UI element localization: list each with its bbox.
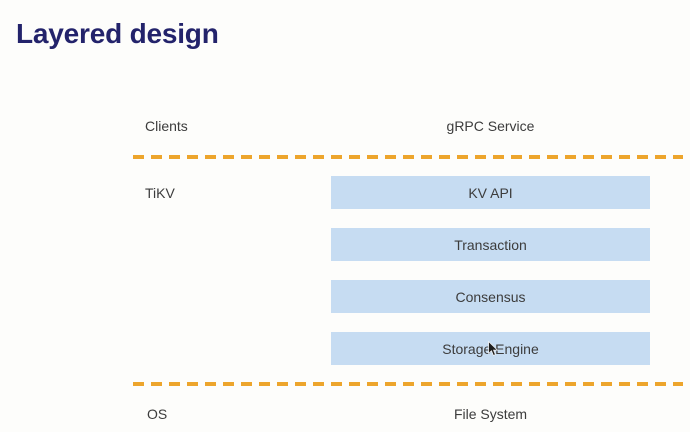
layer-bar-label: Storage Engine	[442, 340, 539, 357]
layer-bar-consensus[interactable]: Consensus	[331, 280, 650, 313]
tier-label-os: OS	[147, 406, 168, 422]
layer-bar-label: Transaction	[454, 236, 527, 253]
layer-bar-label: Consensus	[455, 288, 526, 305]
component-label-grpc-service: gRPC Service	[446, 118, 535, 134]
layer-bar-storage-engine[interactable]: Storage Engine	[331, 332, 650, 365]
layer-bar-kv-api[interactable]: KV API	[331, 176, 650, 209]
divider-bottom	[133, 382, 683, 386]
component-label-file-system: File System	[453, 406, 528, 422]
divider-top	[133, 155, 683, 159]
tier-label-tikv: TiKV	[145, 185, 175, 201]
layer-bar-label: KV API	[468, 184, 513, 201]
tier-label-clients: Clients	[145, 118, 188, 134]
page-title: Layered design	[16, 18, 219, 49]
layer-bar-transaction[interactable]: Transaction	[331, 228, 650, 261]
